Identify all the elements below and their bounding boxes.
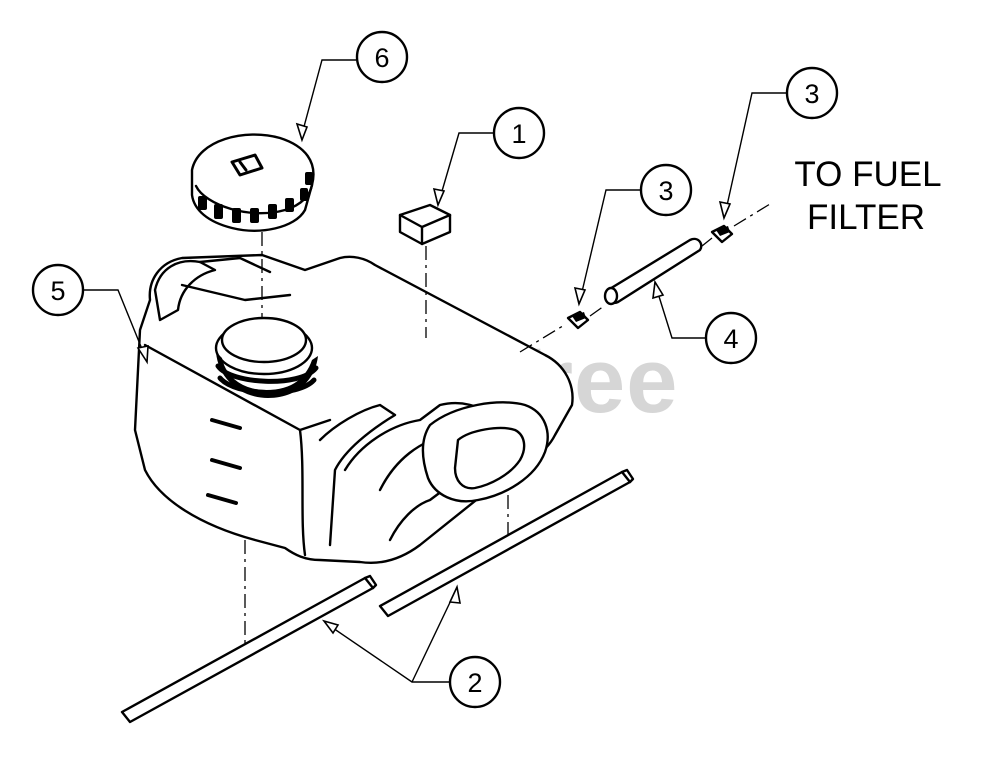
note-line-1: TO FUEL	[794, 155, 941, 194]
part-3-clamp-left	[566, 310, 590, 330]
callout-5: 5	[31, 263, 85, 317]
fuel-cap	[190, 133, 315, 232]
note-line-2: FILTER	[807, 198, 925, 237]
fuel-tank	[133, 253, 574, 564]
fuel-filter-note: TO FUEL FILTER	[794, 155, 941, 237]
callout-3-right: 3	[785, 66, 839, 120]
callout-5-label: 5	[50, 276, 65, 306]
callout-4-label: 4	[723, 324, 738, 354]
callout-3-right-label: 3	[804, 79, 819, 109]
callout-3-left: 3	[639, 163, 693, 217]
callout-6: 6	[355, 30, 409, 84]
leader-lines	[82, 59, 788, 683]
callout-1-label: 1	[511, 119, 526, 149]
callout-3-left-label: 3	[658, 176, 673, 206]
part-2-strip-right	[378, 468, 635, 618]
callout-2-label: 2	[467, 668, 482, 698]
callout-6-label: 6	[374, 43, 389, 73]
assembly-lines	[244, 203, 771, 648]
part-3-clamp-right	[710, 224, 734, 244]
part-1-block	[398, 203, 452, 246]
callout-1: 1	[492, 106, 546, 160]
part-4-fuel-line	[603, 237, 703, 306]
callout-2: 2	[448, 655, 502, 709]
part-2-strip-left	[120, 574, 378, 724]
callout-4: 4	[704, 311, 758, 365]
